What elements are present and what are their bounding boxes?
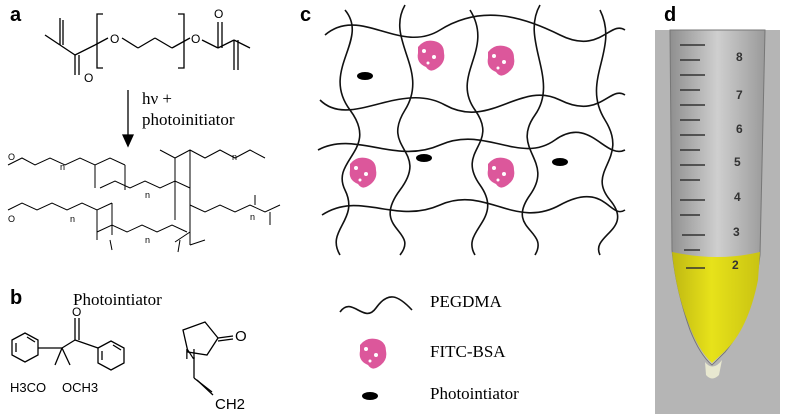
yellow-liquid — [672, 252, 760, 363]
arrow-text-hv: hν + — [142, 89, 173, 108]
legend-fitc-bsa-symbol — [359, 338, 387, 369]
panel-b-label: b — [10, 287, 23, 309]
panel-c-label: c — [300, 4, 312, 26]
arrow-text-photoinitiator: photoinitiator — [142, 110, 235, 129]
graduation-3: 3 — [733, 225, 740, 239]
svg-text:O: O — [110, 32, 119, 46]
svg-text:n: n — [60, 162, 65, 172]
svg-text:O: O — [84, 71, 93, 85]
photoinitiator-markers — [357, 72, 568, 166]
graduation-2: 2 — [732, 258, 739, 272]
svg-text:n: n — [145, 190, 150, 200]
graduation-5: 5 — [734, 155, 741, 169]
ch3o-label: H3CO — [10, 380, 47, 395]
graduation-7: 7 — [736, 88, 743, 102]
pegdma-chains — [317, 4, 626, 256]
legend-pegdma-symbol — [339, 296, 413, 315]
benzoin-o-label: O — [72, 305, 82, 319]
svg-text:O: O — [191, 32, 200, 46]
panel-d-label: d — [664, 4, 677, 26]
graduation-8: 8 — [736, 50, 743, 64]
graduation-4: 4 — [734, 190, 741, 204]
svg-text:O: O — [8, 214, 15, 224]
svg-text:n: n — [145, 235, 150, 245]
nvp-n-label: N — [185, 346, 196, 363]
fitc-bsa-markers — [349, 40, 515, 188]
legend-pegdma-label: PEGDMA — [430, 292, 502, 311]
panel-b-title: Photointiator — [73, 290, 162, 309]
svg-text:O: O — [8, 152, 15, 162]
svg-text:O: O — [214, 7, 223, 21]
legend-photoinitiator-symbol — [362, 392, 378, 400]
legend-fitc-bsa-label: FITC-BSA — [430, 342, 506, 361]
legend-photoinitiator-label: Photointiator — [430, 384, 519, 403]
svg-text:n: n — [232, 152, 237, 162]
graduation-marks — [680, 44, 705, 269]
ch2-label: CH2 — [215, 396, 246, 413]
svg-text:n: n — [70, 214, 75, 224]
graduation-6: 6 — [736, 122, 743, 136]
och3-label: OCH3 — [62, 380, 99, 395]
nvp-o-label: O — [235, 328, 247, 345]
panel-a-label: a — [10, 4, 22, 26]
svg-text:n: n — [250, 212, 255, 222]
